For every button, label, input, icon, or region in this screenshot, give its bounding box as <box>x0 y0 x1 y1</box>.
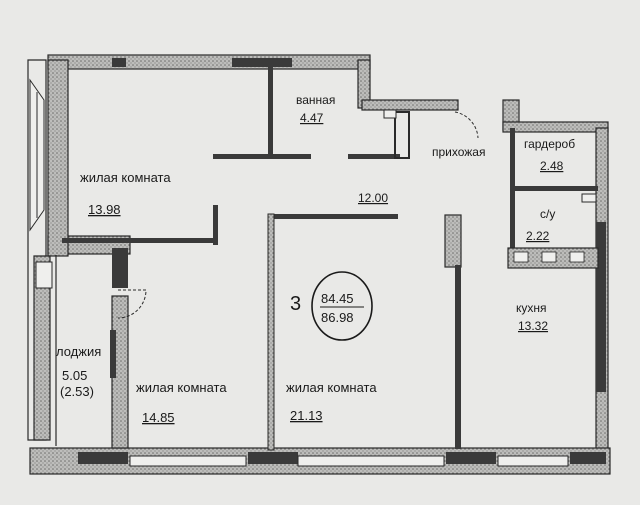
living1-area: 13.98 <box>88 202 121 217</box>
apartment-badge: 3 84.45 86.98 <box>290 271 373 341</box>
rooms-count: 3 <box>290 293 301 315</box>
total-area: 86.98 <box>321 310 354 325</box>
loggia-name: лоджия <box>56 344 101 359</box>
wardrobe-area: 2.48 <box>540 159 564 173</box>
outer-walls <box>29 54 611 475</box>
bath-name: ванная <box>296 93 335 107</box>
living2-name: жилая комната <box>136 380 227 395</box>
living3-area: 21.13 <box>290 408 323 423</box>
area-circle <box>311 271 373 341</box>
interior-walls <box>62 66 599 451</box>
room-labels: жилая комната 13.98 ванная 4.47 прихожая… <box>56 93 575 425</box>
doors <box>117 109 597 319</box>
wc-name: с/у <box>540 207 555 221</box>
loggia-area-reduced: (2.53) <box>60 384 94 399</box>
wc-area: 2.22 <box>526 229 550 243</box>
hall-name: прихожая <box>432 145 485 159</box>
kitchen-name: кухня <box>516 301 547 315</box>
living2-area: 14.85 <box>142 410 175 425</box>
bath-area: 4.47 <box>300 111 324 125</box>
living3-name: жилая комната <box>286 380 377 395</box>
loggia-area: 5.05 <box>62 368 87 383</box>
loggia-window <box>27 59 57 446</box>
kitchen-area: 13.32 <box>518 319 548 333</box>
living1-name: жилая комната <box>80 170 171 185</box>
wardrobe-name: гардероб <box>524 137 575 151</box>
living-area: 84.45 <box>321 291 354 306</box>
hall-area: 12.00 <box>358 191 388 205</box>
